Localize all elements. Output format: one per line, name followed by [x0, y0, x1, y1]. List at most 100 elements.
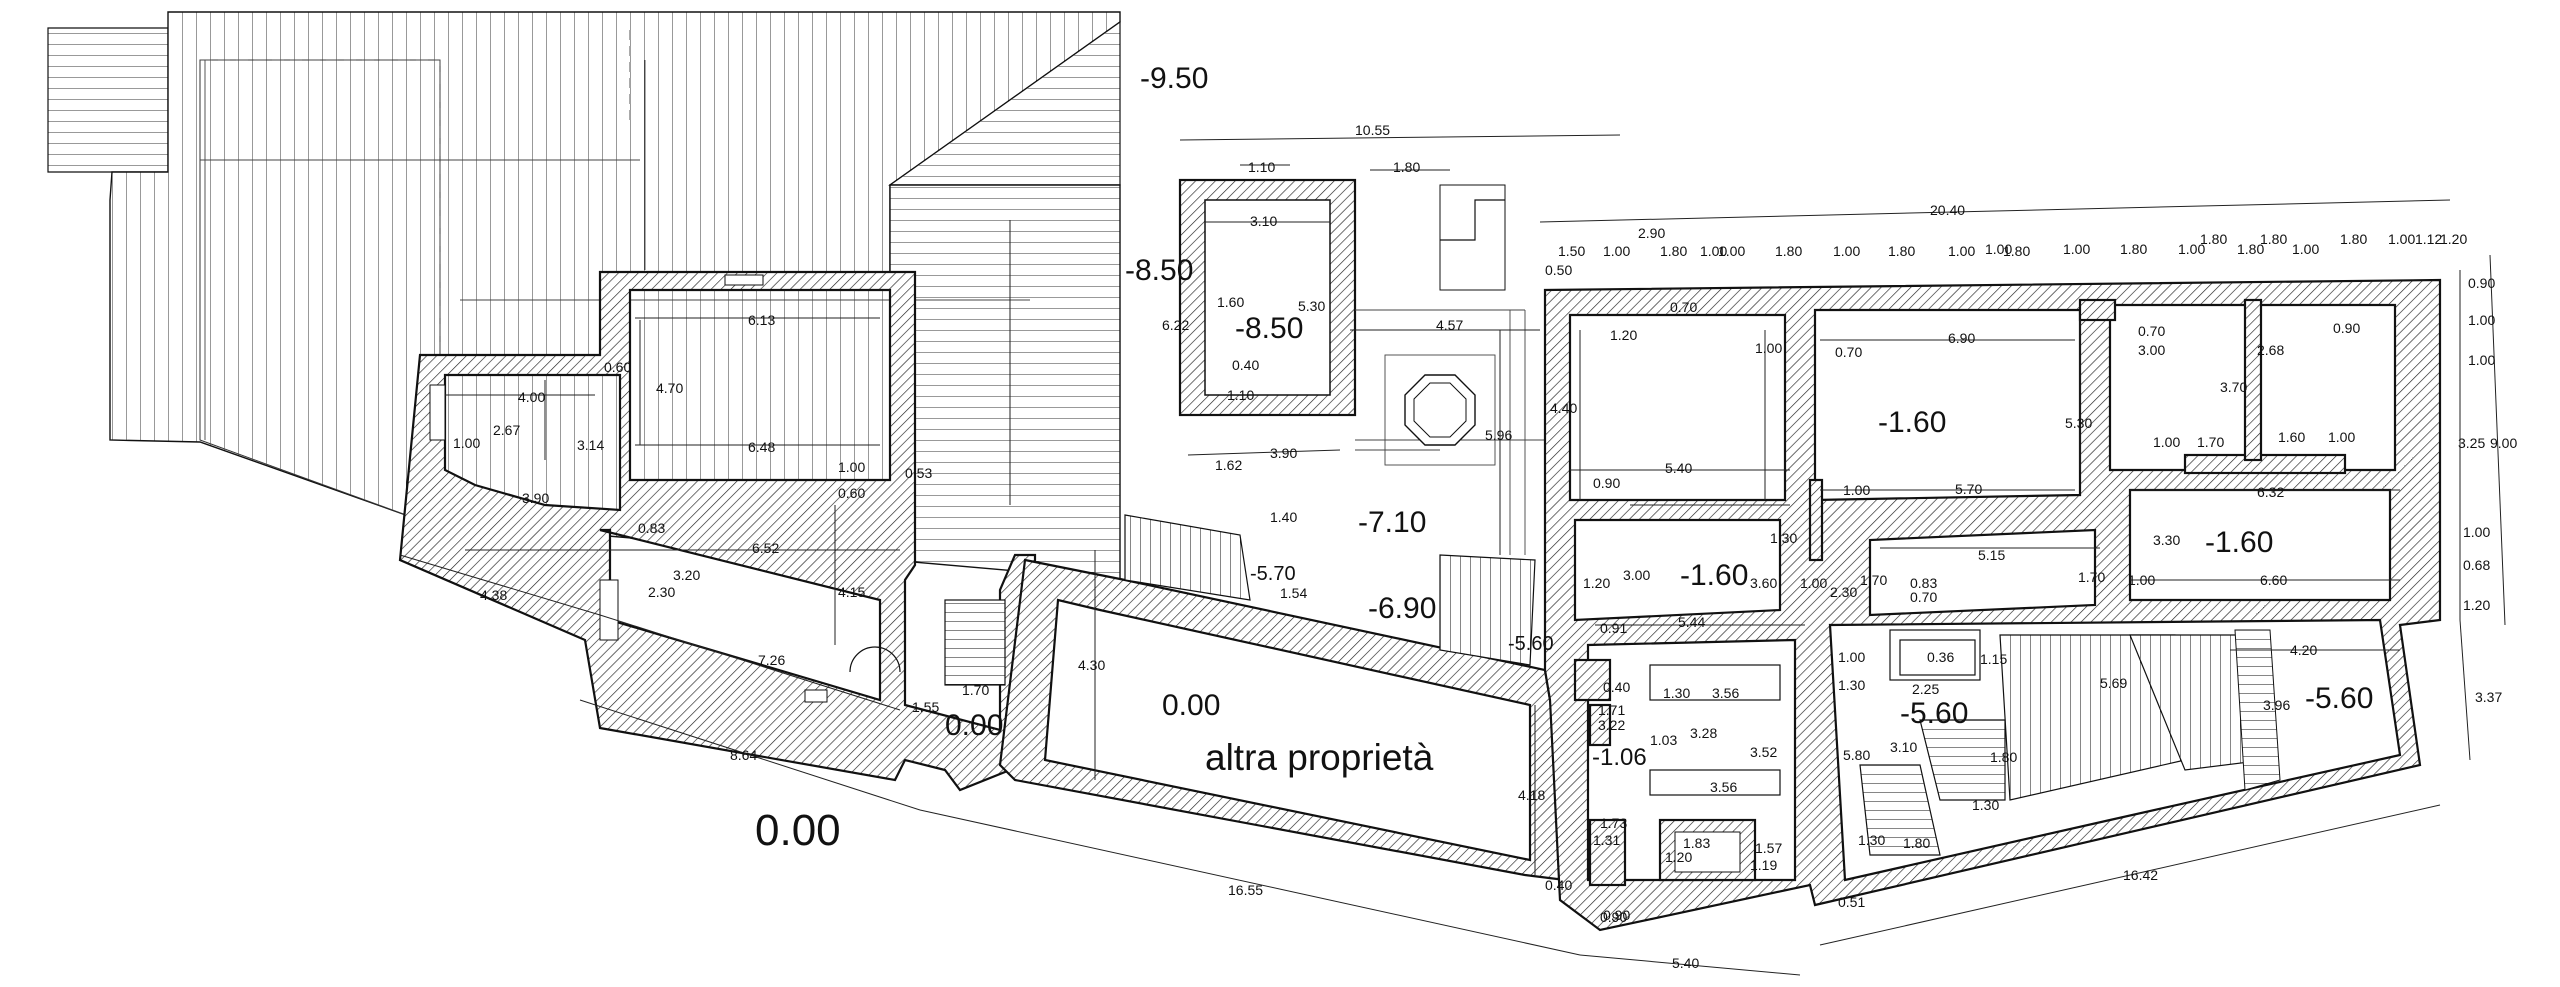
dimension-text: 10.55	[1355, 122, 1390, 138]
dimension-text: 6.32	[2257, 484, 2284, 500]
level-label: -1.06	[1592, 744, 1647, 771]
dimension-text: 1.62	[1215, 457, 1242, 473]
dimension-text: 4.70	[656, 380, 683, 396]
dimension-text: 0.90	[1593, 475, 1620, 491]
dimension-text: 7.26	[758, 652, 785, 668]
dimension-text: 4.18	[1518, 787, 1545, 803]
dimension-text: 6.60	[2260, 572, 2287, 588]
dimension-texts: 10.55 20.40 1.10 1.80 3.10 1.60 5.30 0.4…	[453, 122, 2517, 971]
dimension-text: 9.00	[2490, 435, 2517, 451]
dimension-text: 1.30	[1663, 685, 1690, 701]
dimension-text: 1.03	[1650, 732, 1677, 748]
dimension-text: 1.30	[1858, 832, 1885, 848]
dimension-text: 5.69	[2100, 675, 2127, 691]
dimension-text: 1.70	[1860, 572, 1887, 588]
dimension-text: 0.40	[1545, 877, 1572, 893]
dimension-text: 1.10	[1248, 159, 1275, 175]
dimension-text: 6.52	[752, 540, 779, 556]
dimension-text: 1.54	[1280, 585, 1307, 601]
dimension-text: 1.83	[1683, 835, 1710, 851]
dimension-text: 1.80	[1660, 243, 1687, 259]
roof-area	[47, 11, 1121, 581]
dimension-text: 0.53	[905, 465, 932, 481]
dimension-text: 1.00	[1838, 649, 1865, 665]
owner-label: altra proprietà	[1205, 737, 1434, 778]
dimension-text: 4.57	[1436, 317, 1463, 333]
dimension-text: 3.30	[2153, 532, 2180, 548]
octagon-feature	[1384, 354, 1496, 466]
dimension-text: 1.00	[2388, 231, 2415, 247]
dimension-text: 1.00	[2128, 572, 2155, 588]
dimension-text: 1.20	[2440, 231, 2467, 247]
level-label: -7.10	[1358, 506, 1426, 539]
dimension-text: 1.00	[1755, 340, 1782, 356]
dimension-text: 1.71	[1598, 702, 1625, 718]
dimension-text: 1.00	[2328, 429, 2355, 445]
dimension-text: 5.44	[1678, 614, 1705, 630]
dimension-text: 1.80	[1990, 749, 2017, 765]
dimension-text: 3.00	[2138, 342, 2165, 358]
dimension-text: 0.68	[2463, 557, 2490, 573]
dimension-text: 8.64	[730, 747, 757, 763]
dimension-text: 1.00	[2063, 241, 2090, 257]
dimension-text: 1.20	[2463, 597, 2490, 613]
level-label: -1.60	[2205, 526, 2273, 559]
level-label: -8.50	[1125, 254, 1193, 287]
dimension-text: 1.80	[2200, 231, 2227, 247]
dimension-text: 0.70	[1670, 299, 1697, 315]
dimension-text: 1.80	[1903, 835, 1930, 851]
dimension-text: 0.83	[638, 520, 665, 536]
dimension-text: 5.40	[1665, 460, 1692, 476]
dimension-text: 1.00	[1603, 243, 1630, 259]
level-labels: -9.50 -8.50 -8.50 -7.10 -6.90 -5.70 -5.6…	[755, 62, 2373, 855]
level-label: -5.60	[1508, 633, 1554, 655]
dimension-text: 1.40	[1270, 509, 1297, 525]
dimension-text: 2.25	[1912, 681, 1939, 697]
dimension-text: 1.30	[1838, 677, 1865, 693]
dimension-text: 1.00	[1843, 482, 1870, 498]
dimension-text: 1.00	[1948, 243, 1975, 259]
dimension-text: 3.70	[2220, 379, 2247, 395]
dimension-text: 0.70	[1910, 589, 1937, 605]
dimension-text: 1.00	[2468, 312, 2495, 328]
dimension-text: 1.30	[1972, 797, 1999, 813]
dimension-text: 2.67	[493, 422, 520, 438]
small-rooms	[1573, 629, 1981, 887]
level-label: 0.00	[1162, 689, 1220, 722]
dimension-text: 1.80	[2003, 243, 2030, 259]
dimension-text: 1.30	[1770, 530, 1797, 546]
dimension-text: 1.12	[2415, 231, 2442, 247]
dimension-text: 6.48	[748, 439, 775, 455]
middle-building-walls	[998, 178, 1567, 882]
dimension-text: 4.20	[2290, 642, 2317, 658]
dimension-text: 0.70	[2138, 323, 2165, 339]
dimension-text: 1.20	[1665, 849, 1692, 865]
right-building-walls	[1543, 278, 2442, 932]
dimension-text: 2.30	[648, 584, 675, 600]
level-label: -6.90	[1368, 592, 1436, 625]
dimension-text: 1.80	[1775, 243, 1802, 259]
dimension-text: 16.42	[2123, 867, 2158, 883]
dimension-text: 1.70	[2078, 569, 2105, 585]
dimension-text: 0.60	[838, 485, 865, 501]
dimension-text: 1.80	[2237, 241, 2264, 257]
dimension-text: 1.00	[453, 435, 480, 451]
dimension-text: 1.00	[2292, 241, 2319, 257]
dimension-text: 0.40	[1603, 679, 1630, 695]
dimension-text: 5.70	[1955, 481, 1982, 497]
dimension-text: 2.30	[1830, 584, 1857, 600]
dimension-text: 1.60	[2278, 429, 2305, 445]
dimension-text: 1.00	[1833, 243, 1860, 259]
dimension-text: 5.30	[2065, 415, 2092, 431]
dimension-text: 1.31	[1593, 832, 1620, 848]
dimension-text: 4.15	[838, 584, 865, 600]
dimension-text: 1.00	[1718, 243, 1745, 259]
dimension-text: 3.20	[673, 567, 700, 583]
dimension-text: 1.70	[2197, 434, 2224, 450]
dimension-text: 0.90	[2468, 275, 2495, 291]
dimension-text: 5.96	[1485, 427, 1512, 443]
dimension-text: 16.55	[1228, 882, 1263, 898]
dimension-text: 0.90	[1603, 907, 1630, 923]
dimension-text: 0.50	[1545, 262, 1572, 278]
dimension-text: 1.10	[1227, 387, 1254, 403]
